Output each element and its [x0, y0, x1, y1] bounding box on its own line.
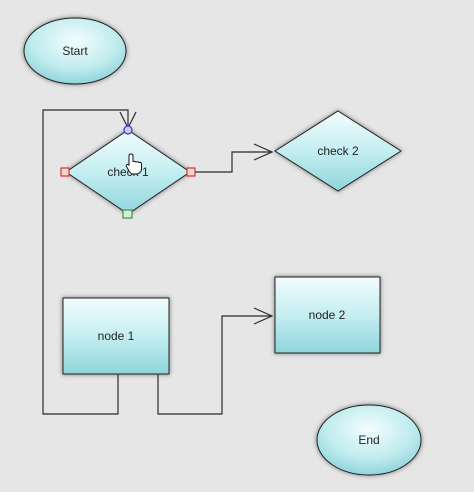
check1-top-port[interactable] [123, 125, 133, 135]
end-node[interactable] [316, 404, 422, 476]
connector-check1-to-check2[interactable] [190, 151, 272, 173]
arrowhead-node2 [253, 307, 274, 325]
connector-node1-to-check1[interactable] [42, 109, 129, 415]
check2-node-label: check 2 [317, 144, 359, 158]
hand-pointer-icon [125, 153, 142, 175]
end-node-label: End [358, 433, 379, 447]
connector-node1-to-node2[interactable] [157, 315, 272, 415]
arrowhead-check2 [253, 143, 274, 161]
check2-decision-node[interactable] [274, 110, 402, 192]
node1-label: node 1 [98, 329, 135, 343]
check1-right-port[interactable] [186, 167, 196, 177]
check1-left-port[interactable] [60, 167, 70, 177]
node1-process-node[interactable] [62, 297, 170, 375]
start-node-label: Start [62, 44, 88, 58]
node2-label: node 2 [309, 308, 346, 322]
node2-process-node[interactable] [274, 276, 381, 354]
start-node[interactable] [23, 17, 127, 85]
check1-bottom-port[interactable] [122, 209, 133, 219]
